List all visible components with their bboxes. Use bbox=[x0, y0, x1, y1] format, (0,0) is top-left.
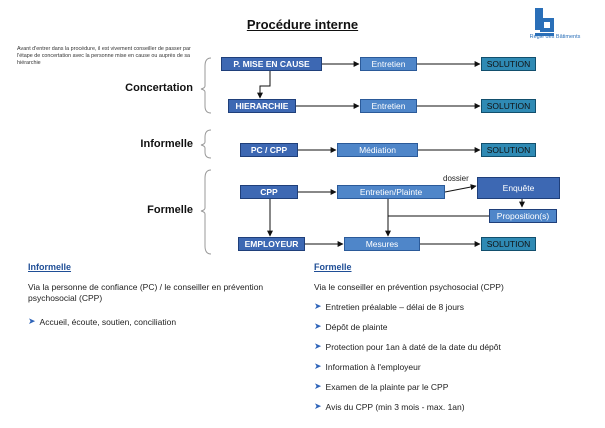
stage-informelle: Informelle bbox=[140, 138, 193, 150]
bullet-arrow-icon: ➤ bbox=[314, 321, 322, 331]
box-solution-2: SOLUTION bbox=[481, 99, 536, 113]
bullet-text: Information à l'employeur bbox=[325, 361, 421, 372]
bullet-arrow-icon: ➤ bbox=[314, 301, 322, 311]
box-solution-1: SOLUTION bbox=[481, 57, 536, 71]
label-dossier: dossier bbox=[443, 174, 469, 183]
intro-note: Avant d'entrer dans la procédure, il est… bbox=[17, 46, 191, 66]
box-enquete: Enquête bbox=[477, 177, 560, 199]
stage-formelle: Formelle bbox=[147, 204, 193, 216]
box-solution-3: SOLUTION bbox=[481, 143, 536, 157]
formelle-bullet: ➤ Protection pour 1an à daté de la date … bbox=[314, 341, 501, 352]
formelle-heading: Formelle bbox=[314, 262, 352, 272]
box-entretien-1: Entretien bbox=[360, 57, 417, 71]
formelle-bullet: ➤ Information à l'employeur bbox=[314, 361, 421, 372]
box-p-mise-en-cause: P. MISE EN CAUSE bbox=[221, 57, 322, 71]
formelle-bullet: ➤ Avis du CPP (min 3 mois - max. 1an) bbox=[314, 401, 465, 412]
box-cpp: CPP bbox=[240, 185, 298, 199]
formelle-bullet: ➤ Entretien préalable – délai de 8 jours bbox=[314, 301, 464, 312]
formelle-bullet: ➤ Examen de la plainte par le CPP bbox=[314, 381, 448, 392]
informelle-heading: Informelle bbox=[28, 262, 72, 272]
informelle-text: Via la personne de confiance (PC) / le c… bbox=[28, 282, 264, 303]
stage-concertation: Concertation bbox=[125, 82, 193, 94]
box-solution-4: SOLUTION bbox=[481, 237, 536, 251]
formelle-bullet: ➤ Dépôt de plainte bbox=[314, 321, 387, 332]
regie-logo-icon bbox=[535, 8, 554, 36]
bullet-text: Dépôt de plainte bbox=[325, 321, 388, 332]
box-employeur: EMPLOYEUR bbox=[238, 237, 305, 251]
box-mediation: Médiation bbox=[337, 143, 418, 157]
box-hierarchie: HIERARCHIE bbox=[228, 99, 296, 113]
box-entretien-2: Entretien bbox=[360, 99, 417, 113]
bullet-arrow-icon: ➤ bbox=[314, 341, 322, 351]
logo-text: Régie des Bâtiments bbox=[529, 34, 581, 40]
bullet-arrow-icon: ➤ bbox=[314, 361, 322, 371]
bullet-text: Accueil, écoute, soutien, conciliation bbox=[39, 316, 177, 327]
formelle-text: Via le conseiller en prévention psychoso… bbox=[314, 282, 504, 292]
bullet-arrow-icon: ➤ bbox=[314, 381, 322, 391]
bullet-text: Protection pour 1an à daté de la date du… bbox=[325, 341, 501, 352]
bullet-arrow-icon: ➤ bbox=[28, 316, 36, 326]
bullet-arrow-icon: ➤ bbox=[314, 401, 322, 411]
box-propositions: Proposition(s) bbox=[489, 209, 557, 223]
bullet-text: Entretien préalable – délai de 8 jours bbox=[325, 301, 464, 312]
informelle-bullet: ➤ Accueil, écoute, soutien, conciliation bbox=[28, 316, 176, 327]
page-title: Procédure interne bbox=[246, 17, 359, 32]
box-pc-cpp: PC / CPP bbox=[240, 143, 298, 157]
box-entretien-plainte: Entretien/Plainte bbox=[337, 185, 445, 199]
box-mesures: Mesures bbox=[344, 237, 420, 251]
bullet-text: Examen de la plainte par le CPP bbox=[325, 381, 449, 392]
bullet-text: Avis du CPP (min 3 mois - max. 1an) bbox=[325, 401, 465, 412]
